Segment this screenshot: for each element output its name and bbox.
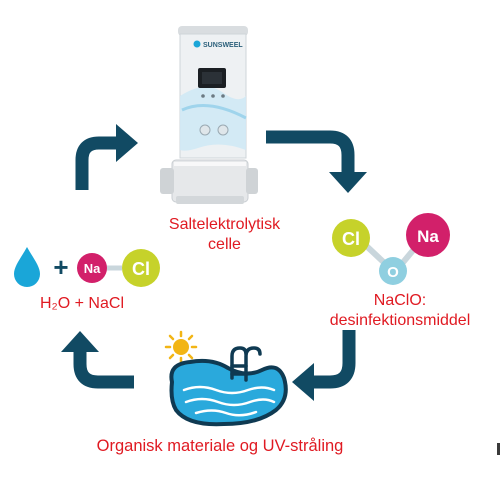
plus-sign: + [53, 252, 68, 282]
cell-label-line2: celle [208, 236, 241, 253]
cl-ion-label: Cl [132, 259, 150, 279]
cl-atom [332, 219, 370, 257]
h2o-nacl-label: H₂O + NaCl [39, 295, 124, 312]
edge-mark [497, 443, 500, 455]
sun-icon [164, 330, 198, 364]
organic-uv-label: Organisk materiale og UV-stråling [96, 437, 344, 455]
o-atom [379, 257, 407, 285]
naclo-label: NaClO: desinfektionsmiddel [300, 291, 500, 331]
na-ion [77, 253, 107, 283]
na-ion-label: Na [84, 261, 101, 276]
arrow-right-down [266, 130, 367, 193]
pool-icon [169, 346, 288, 427]
naclo-label-line1: NaClO: [373, 292, 427, 309]
arrow-up-right [75, 124, 138, 190]
electrolysis-cell-label: Saltelektrolytisk celle [142, 215, 307, 255]
cl-atom-label: Cl [342, 229, 360, 249]
naclo-molecule: Cl Na O [332, 213, 450, 285]
cl-ion [122, 249, 160, 287]
arrow-left-up [61, 331, 134, 389]
electrolysis-cell-device: SUNSWEEL [160, 26, 258, 204]
naclo-label-line2: desinfektionsmiddel [329, 312, 471, 329]
cell-label-line1: Saltelektrolytisk [168, 216, 281, 233]
water-drop-icon [14, 247, 40, 287]
o-atom-label: O [387, 264, 399, 281]
device-brand: SUNSWEEL [203, 42, 243, 49]
arrow-down-left [292, 330, 356, 401]
reactants: + Na Cl [14, 247, 160, 287]
na-atom-label: Na [417, 227, 439, 246]
na-atom [406, 213, 450, 257]
